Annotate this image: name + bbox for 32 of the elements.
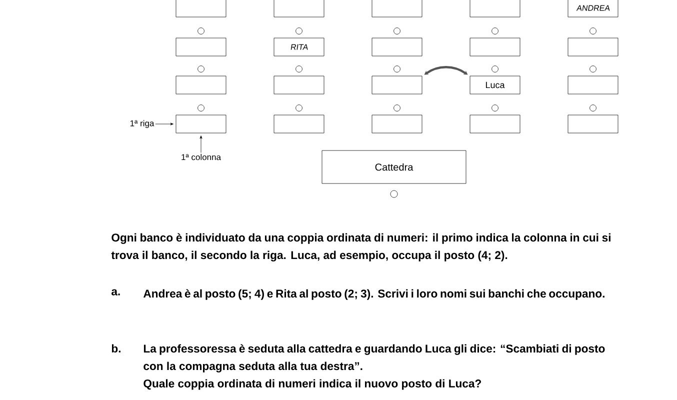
desk-box: Luca: [470, 76, 520, 94]
pointer-label: 1ª riga: [130, 120, 154, 128]
pointer-label: 1ª colonna: [182, 154, 221, 160]
desk-box: [568, 114, 618, 134]
item-letter: b.: [112, 344, 120, 352]
desk-box: [372, 38, 422, 56]
desk-box: [176, 0, 226, 18]
teacher-desk-box: Cattedra: [322, 150, 466, 184]
desk-box: [176, 76, 226, 94]
question-text: Quale coppia ordinata di numeri indica il nuovo posto di Luca?: [144, 379, 481, 390]
desk-box: [372, 0, 422, 18]
desk-box: [470, 38, 520, 56]
desk-box: [176, 114, 226, 134]
desk-box: [274, 114, 324, 134]
desk-box: [176, 38, 226, 56]
desk-box: [568, 76, 618, 94]
question-text: La professoressa è seduta alla cattedra e guardando Luca gli dice: “Scambiati di posto con la compagna seduta alla tua destra”.: [144, 344, 605, 372]
desk-box: [568, 38, 618, 56]
question-text: Andrea è al posto (5; 4) e Rita al posto (2; 3). Scrivi i loro nomi sui banchi che occupano.: [143, 289, 604, 300]
desk-box: [372, 76, 422, 94]
desk-box: RITA: [274, 38, 324, 56]
desk-box: [274, 76, 324, 94]
desk-box: ANDREA: [568, 0, 618, 18]
arrow: [424, 66, 468, 75]
desk-box: [470, 114, 520, 134]
item-letter: a.: [112, 289, 120, 296]
desk-box: [470, 0, 520, 18]
desk-box: [372, 114, 422, 134]
paragraph: Ogni banco è individuato da una coppia ordinata di numeri: il primo indica la colonna in cui si trova il banco, il secondo la riga. Luca, ad esempio, occupa il posto (4; 2).: [111, 233, 610, 262]
arrow: [200, 136, 202, 153]
desk-box: [274, 0, 324, 18]
arrow: [155, 122, 174, 126]
